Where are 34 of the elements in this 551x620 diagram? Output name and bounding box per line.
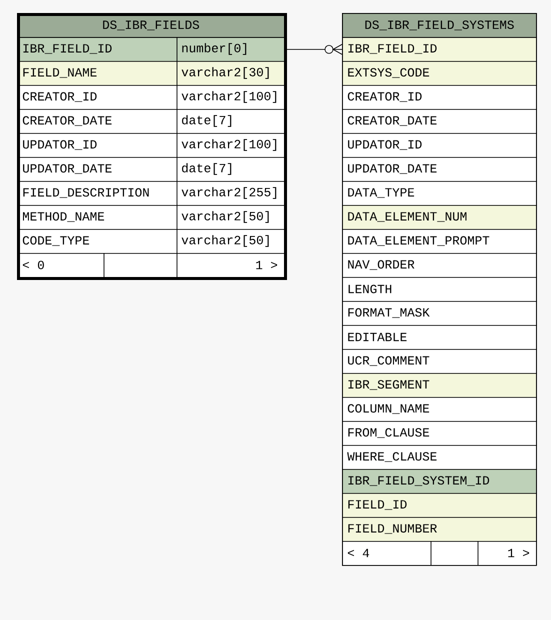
table-footer: < 0 1 > <box>17 252 285 278</box>
table-row: FIELD_NAME varchar2[30] <box>17 60 285 86</box>
table-row: FROM_CLAUSE <box>342 421 537 446</box>
table-row: COLUMN_NAME <box>342 397 537 422</box>
table-row: IBR_FIELD_SYSTEM_ID <box>342 469 537 494</box>
table-row: LENGTH <box>342 277 537 302</box>
table-row: CODE_TYPE varchar2[50] <box>17 228 285 254</box>
table-row: FIELD_DESCRIPTION varchar2[255] <box>17 180 285 206</box>
connector <box>284 44 342 55</box>
table-row: CREATOR_ID varchar2[100] <box>17 84 285 110</box>
table-row: UPDATOR_ID varchar2[100] <box>17 132 285 158</box>
table-row: METHOD_NAME varchar2[50] <box>17 204 285 230</box>
table-row: FORMAT_MASK <box>342 301 537 326</box>
table-row: NAV_ORDER <box>342 253 537 278</box>
table-row: UPDATOR_DATE <box>342 157 537 182</box>
table-row: DATA_ELEMENT_NUM <box>342 205 537 230</box>
table-row: UCR_COMMENT <box>342 349 537 374</box>
table-row: UPDATOR_DATE date[7] <box>17 156 285 182</box>
table-footer: < 4 1 > <box>342 540 537 566</box>
table-row: CREATOR_DATE date[7] <box>17 108 285 134</box>
table-row: FIELD_ID <box>342 493 537 518</box>
table-row: IBR_FIELD_ID number[0] <box>17 36 285 62</box>
table-row: DATA_TYPE <box>342 181 537 206</box>
table-header: DS_IBR_FIELD_SYSTEMS <box>342 13 537 38</box>
table-row: CREATOR_DATE <box>342 109 537 134</box>
table-row: IBR_SEGMENT <box>342 373 537 398</box>
table-row: FIELD_NUMBER <box>342 517 537 542</box>
table-row: EXTSYS_CODE <box>342 61 537 86</box>
table-row: DATA_ELEMENT_PROMPT <box>342 229 537 254</box>
table-row: IBR_FIELD_ID <box>342 37 537 62</box>
table-row: EDITABLE <box>342 325 537 350</box>
table-row: WHERE_CLAUSE <box>342 445 537 470</box>
table-row: CREATOR_ID <box>342 85 537 110</box>
table-row: UPDATOR_ID <box>342 133 537 158</box>
